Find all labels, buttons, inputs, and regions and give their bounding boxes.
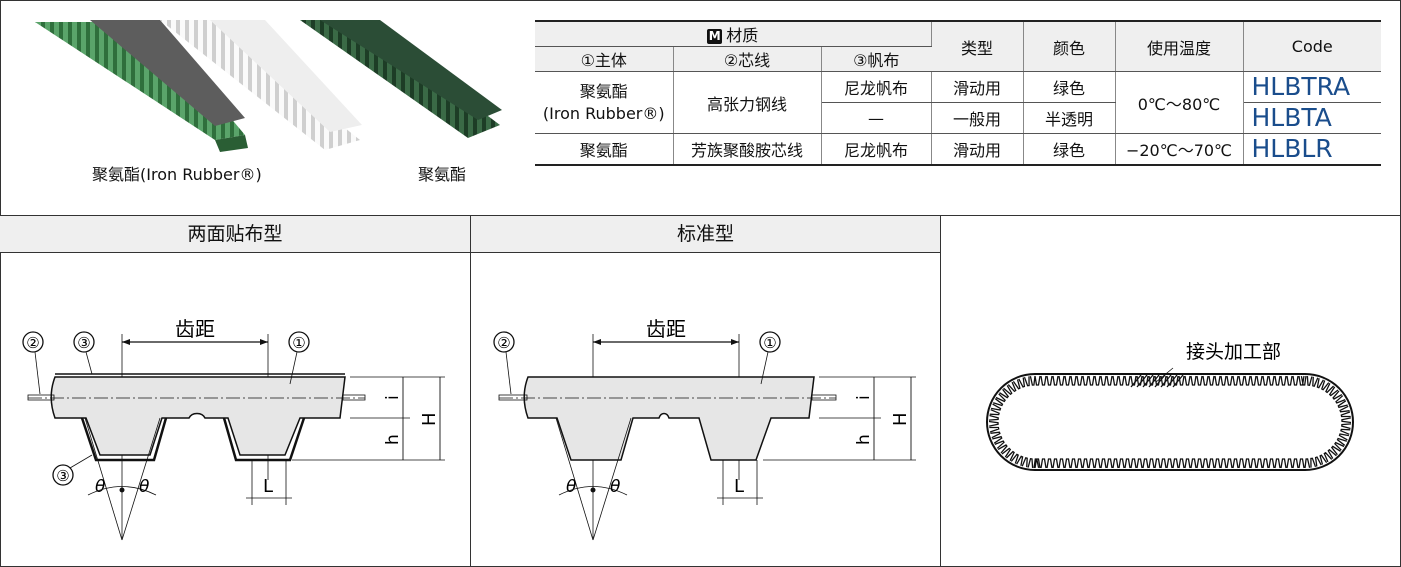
temp-cell: 0℃～80℃ — [1115, 71, 1244, 134]
panel-title-double-canvas: 两面贴布型 — [0, 216, 470, 253]
table-row: 聚氨酯 芳族聚酸胺芯线 尼龙帆布 滑动用 绿色 −20℃～70℃ HLBLR — [535, 133, 1381, 166]
joint-hatch — [1130, 374, 1184, 388]
belt-photos — [35, 20, 502, 152]
joint-label: 接头加工部 — [1186, 341, 1281, 363]
color-cell: 绿色 — [1023, 133, 1116, 166]
dim-h: h — [383, 434, 403, 445]
belt-body — [523, 376, 815, 461]
caption-iron-rubber: 聚氨酯(Iron Rubber®) — [92, 165, 262, 184]
canvas-cell: — — [821, 102, 932, 134]
theta-label: θ — [610, 477, 621, 497]
temp-header: 使用温度 — [1115, 20, 1244, 72]
canvas-cell: 尼龙帆布 — [821, 71, 932, 103]
core-cell: 高张力钢线 — [673, 71, 822, 134]
dim-H: H — [419, 412, 440, 426]
theta-label: θ — [139, 477, 150, 497]
dim-h: h — [854, 434, 874, 445]
pitch-label: 齿距 — [175, 317, 215, 341]
core-cell: 芳族聚酸胺芯线 — [673, 133, 822, 166]
dim-i: i — [383, 395, 403, 400]
code-link-hlblr[interactable]: HLBLR — [1243, 133, 1381, 166]
code-header: Code — [1243, 20, 1381, 72]
table-row: 聚氨酯 (Iron Rubber®) 高张力钢线 尼龙帆布 滑动用 绿色 0℃～… — [535, 71, 1381, 134]
material-badge: M — [707, 29, 723, 44]
belt-outer — [986, 373, 1354, 471]
caption-polyurethane: 聚氨酯 — [418, 165, 467, 184]
theta-label: θ — [566, 477, 577, 497]
type-cell: 滑动用 — [931, 133, 1024, 166]
gray-belt-photo — [90, 20, 245, 126]
callout-2: ② — [26, 334, 39, 352]
dim-i: i — [854, 395, 874, 400]
green-belt-photo — [35, 22, 248, 152]
type-cell: 一般用 — [931, 102, 1024, 134]
dim-L: L — [263, 476, 273, 497]
darkgreen-belt-photo — [300, 20, 502, 138]
code-link-hlbta[interactable]: HLBTA — [1243, 102, 1381, 134]
temp-cell: −20℃～70℃ — [1115, 133, 1244, 166]
table-row: — 一般用 半透明 HLBTA — [535, 102, 1381, 134]
type-header: 类型 — [931, 20, 1024, 72]
callout-3: ③ — [77, 334, 90, 352]
joint-diagram: 接头加工部 — [986, 341, 1354, 471]
type-cell: 滑动用 — [931, 71, 1024, 103]
canvas-header: ③帆布 — [821, 46, 931, 72]
callout-3: ③ — [56, 467, 69, 485]
core-header: ②芯线 — [673, 46, 822, 72]
color-cell: 绿色 — [1023, 71, 1116, 103]
panel-divider — [940, 215, 941, 567]
pitch-label: 齿距 — [646, 317, 686, 341]
color-cell: 半透明 — [1023, 102, 1116, 134]
canvas-cell: 尼龙帆布 — [821, 133, 932, 166]
callout-2: ② — [497, 334, 510, 352]
main-header: ①主体 — [535, 46, 674, 72]
panel-title-standard: 标准型 — [471, 216, 940, 253]
main-cell: 聚氨酯 (Iron Rubber®) — [535, 71, 674, 134]
standard-diagram: 齿距 ② ① θ θ L i h H — [493, 317, 916, 541]
theta-label: θ — [95, 477, 106, 497]
main-cell: 聚氨酯 — [535, 133, 674, 166]
table-subheader-row: ①主体 ②芯线 ③帆布 — [535, 46, 1381, 72]
code-link-hlbtra[interactable]: HLBTRA — [1243, 71, 1381, 103]
panel-divider — [470, 215, 471, 567]
dim-H: H — [890, 412, 911, 426]
double-canvas-diagram: 齿距 ② ③ ① ③ θ θ L i h H — [22, 317, 445, 541]
callout-1: ① — [763, 334, 776, 352]
color-header: 颜色 — [1023, 20, 1116, 72]
belt-teeth — [988, 375, 1352, 469]
white-belt-photo — [160, 20, 362, 150]
belt-body — [50, 376, 346, 456]
callout-1: ① — [292, 334, 305, 352]
tooth — [988, 375, 1352, 469]
dim-L: L — [734, 476, 744, 497]
section-divider — [0, 215, 1400, 216]
